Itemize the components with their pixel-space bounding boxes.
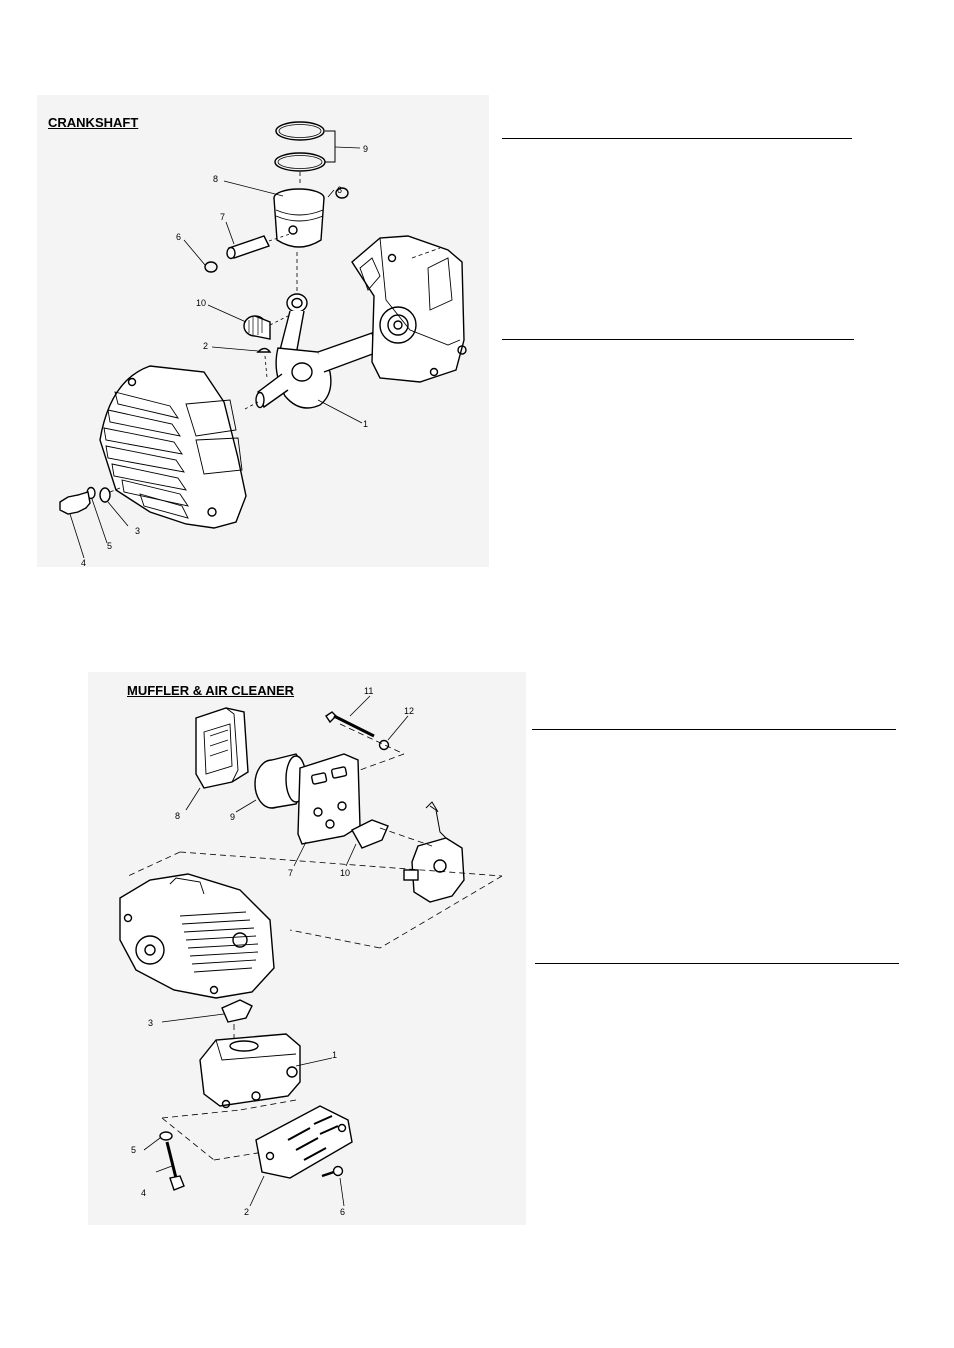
- muffler-callouts: 11 12 8 9 7 10 3 1 5 4 2 6: [131, 686, 414, 1217]
- callout-12: 12: [404, 706, 414, 716]
- flywheel: [99, 365, 247, 529]
- piston-ring-upper: [275, 121, 325, 141]
- woodruff-key: [256, 347, 272, 353]
- through-bolt: [325, 711, 375, 738]
- crankshaft-rule-bottom: [502, 339, 854, 340]
- crankshaft-callouts: 9 8 6 7 6 10 2 1 3 5 4: [81, 144, 368, 568]
- crankshaft-title: CRANKSHAFT: [48, 115, 139, 130]
- muffler-gasket: [221, 999, 253, 1023]
- callout-8: 8: [175, 811, 180, 821]
- crankshaft-exploded-view: [59, 121, 467, 559]
- callout-5: 5: [131, 1145, 136, 1155]
- muffler-spring-washer: [159, 1131, 173, 1141]
- muffler-cover: [255, 1105, 353, 1179]
- piston-pin: [226, 235, 270, 260]
- callout-6-left: 6: [176, 232, 181, 242]
- crankshaft-rule-top: [502, 138, 852, 139]
- carburetor-gasket: [351, 819, 389, 849]
- callout-6-right: 6: [337, 185, 342, 195]
- muffler-rule-top: [532, 729, 896, 730]
- callout-6: 6: [340, 1207, 345, 1217]
- callout-2: 2: [244, 1207, 249, 1217]
- callout-9: 9: [363, 144, 368, 154]
- flywheel-bolt: [59, 491, 91, 515]
- nut: [378, 739, 390, 751]
- callout-10: 10: [340, 868, 350, 878]
- needle-bearing: [243, 315, 271, 340]
- washer-large: [99, 487, 111, 503]
- air-cleaner-cover: [195, 707, 249, 789]
- callout-11: 11: [364, 686, 373, 696]
- air-cleaner-case: [297, 753, 361, 845]
- callout-5: 5: [107, 541, 112, 551]
- callout-3: 3: [135, 526, 140, 536]
- engine-block: [119, 873, 275, 999]
- muffler-rule-bottom: [535, 963, 899, 964]
- callout-7: 7: [220, 212, 225, 222]
- muffler-title: MUFFLER & AIR CLEANER: [127, 683, 295, 698]
- callout-2: 2: [203, 341, 208, 351]
- circlip-right: [335, 187, 349, 199]
- callout-9: 9: [230, 812, 235, 822]
- muffler-bolt: [165, 1141, 185, 1191]
- callout-8: 8: [213, 174, 218, 184]
- callout-1: 1: [332, 1050, 337, 1060]
- circlip-left: [204, 261, 218, 273]
- callout-3: 3: [148, 1018, 153, 1028]
- callout-4: 4: [81, 558, 86, 568]
- callout-7: 7: [288, 868, 293, 878]
- cover-screw: [321, 1165, 344, 1178]
- callout-4: 4: [141, 1188, 146, 1198]
- carburetor: [403, 801, 465, 903]
- piston: [273, 188, 325, 248]
- muffler-exploded-view: [119, 695, 503, 1207]
- callout-10: 10: [196, 298, 206, 308]
- callout-1: 1: [363, 419, 368, 429]
- muffler-body: [199, 1033, 301, 1109]
- crankcase-right: [351, 235, 467, 383]
